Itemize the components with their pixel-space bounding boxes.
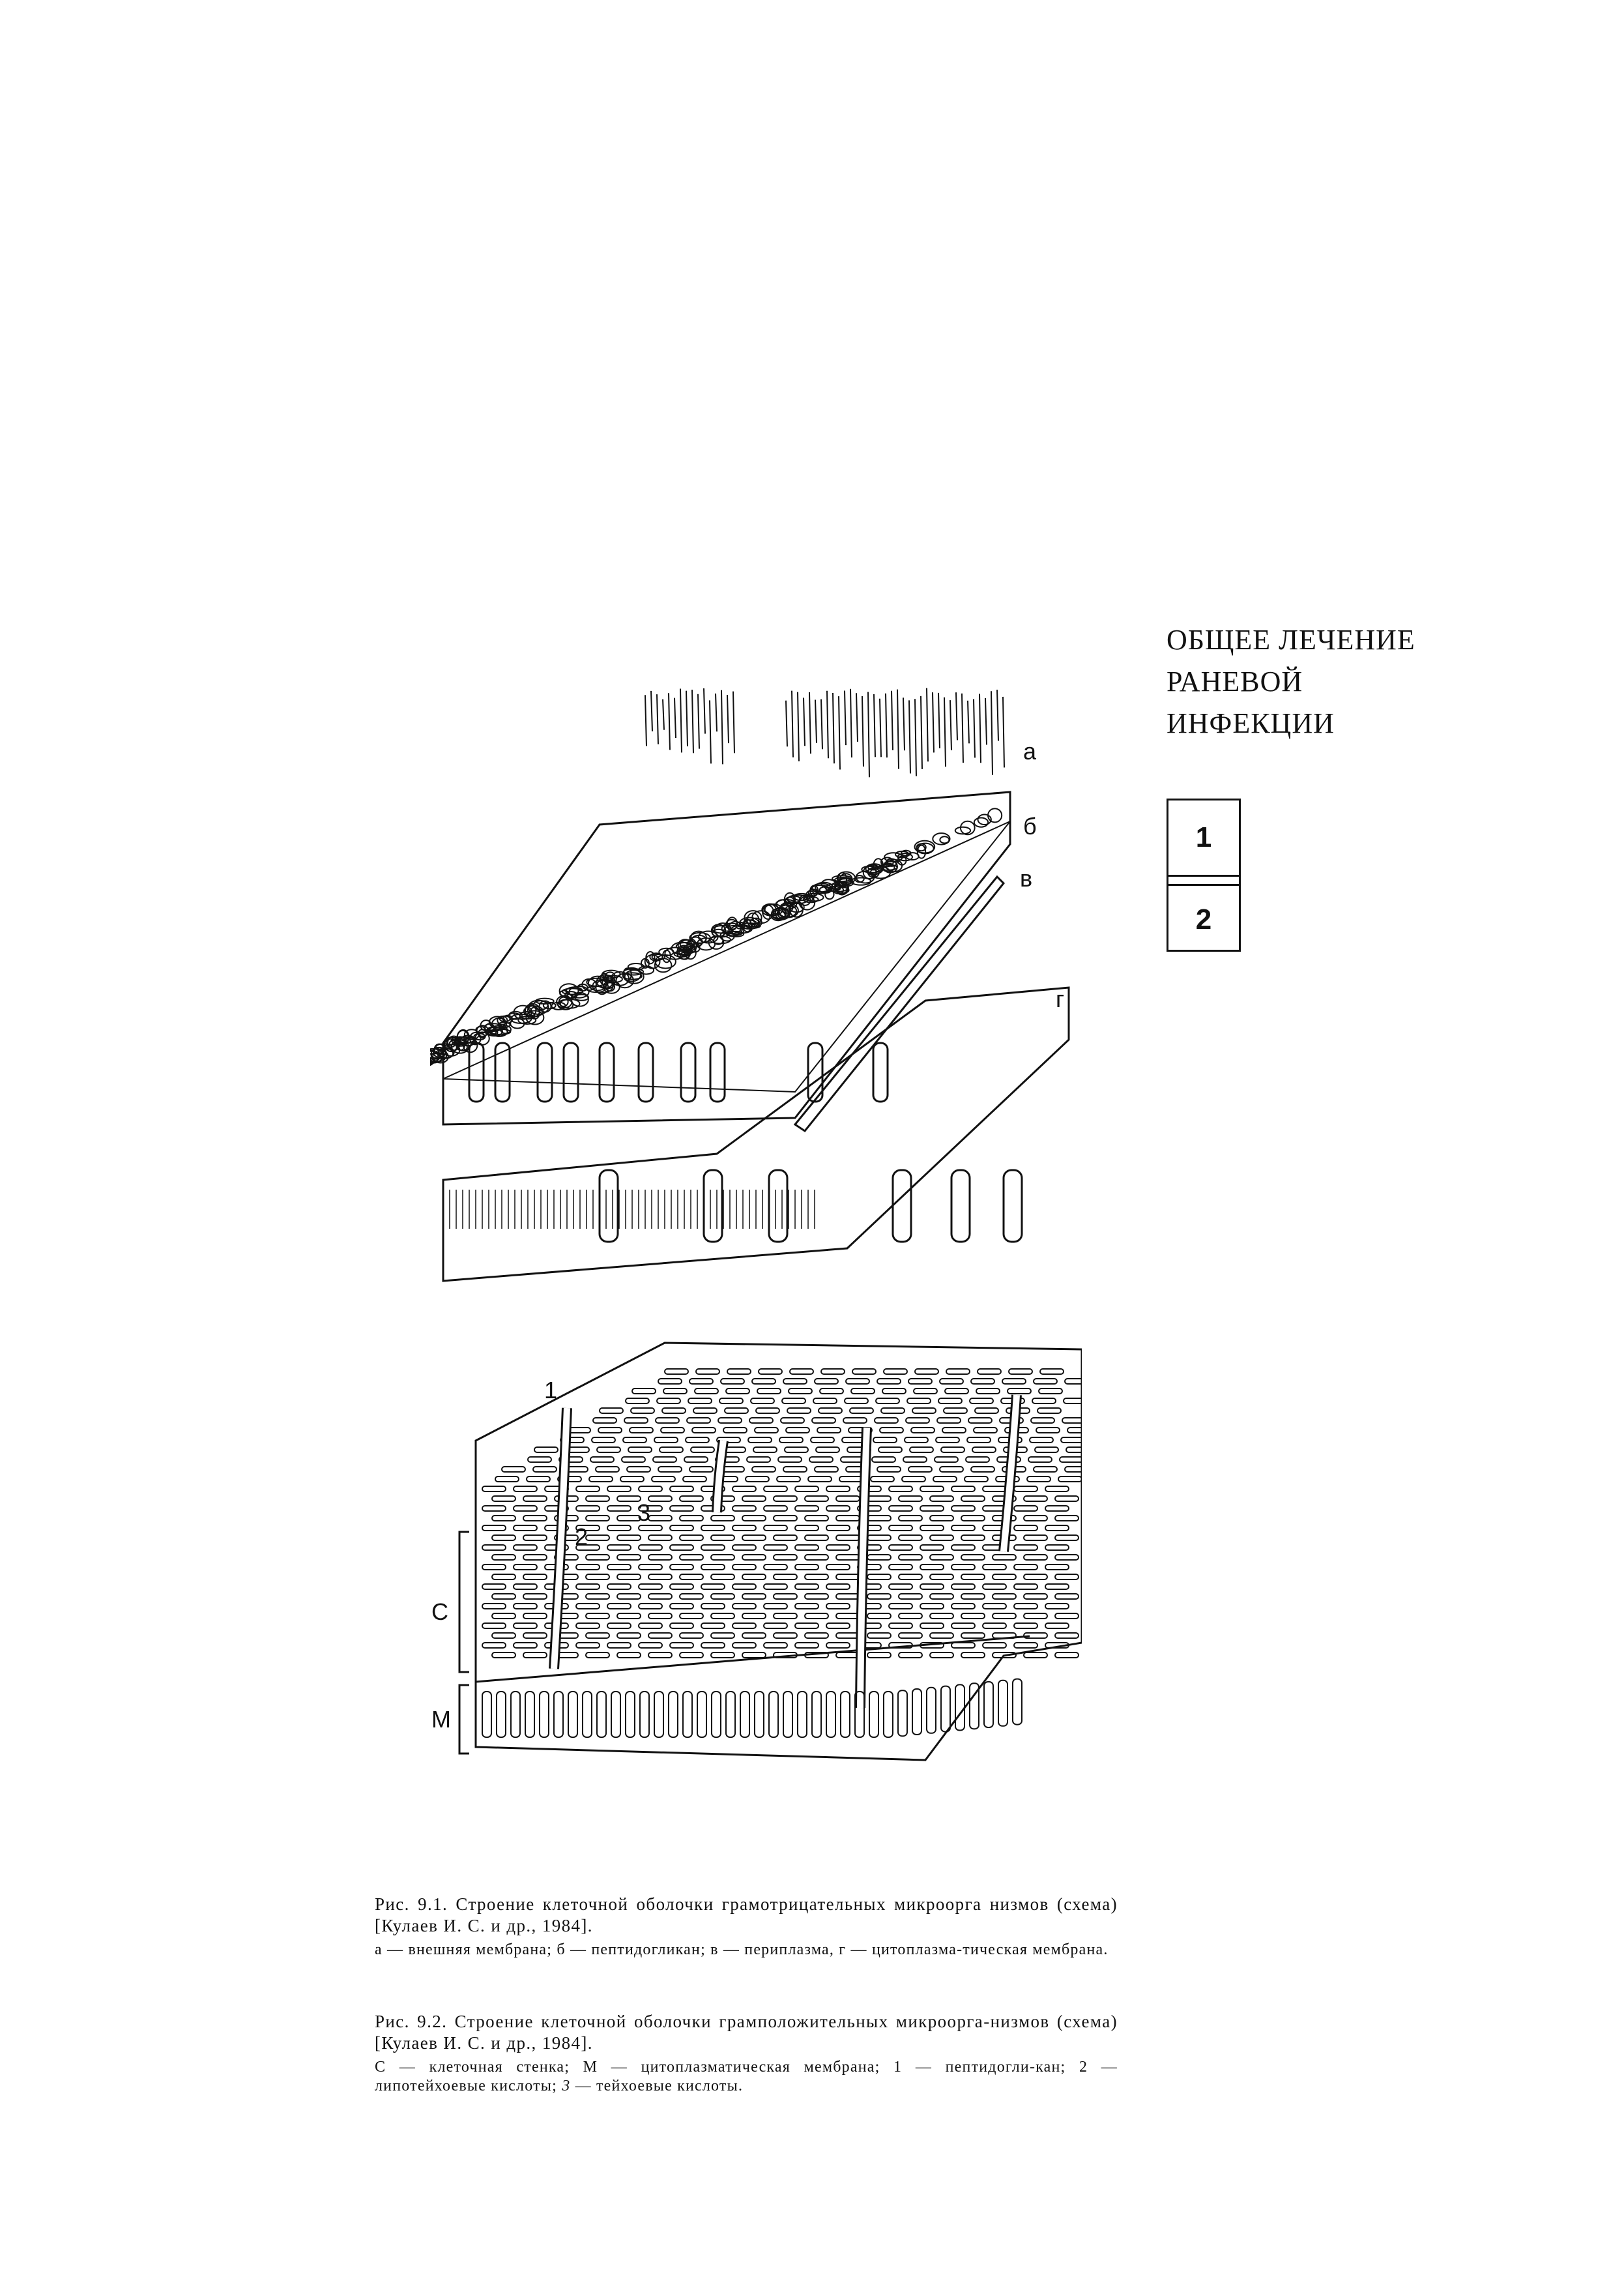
figure-9-2-caption: Рис. 9.2. Строение клеточной оболочки гр… [375,2011,1118,2096]
section-tab-1: 1 [1195,821,1212,853]
bracket-c [458,1531,469,1673]
section-tab-2: 2 [1195,903,1212,935]
upper-slab-side [442,821,1011,1093]
section-tabs: 1 2 [1167,799,1241,952]
wall-outline [474,1342,1082,1761]
label-g: г [1056,986,1064,1012]
label-1: 1 [544,1377,557,1403]
tab-divider [1168,875,1239,877]
bracket-m [458,1684,469,1755]
caption-title: Рис. 9.1. Строение клеточной оболочки гр… [375,1894,1118,1935]
lower-slab-outline [442,986,1070,1282]
caption-legend-text: — тейхоевые кислоты. [575,2077,744,2094]
label-m: M [431,1706,451,1733]
porin-channels [468,1042,889,1103]
figure-9-1-illustration: а б в г [430,688,1070,1282]
wall-membrane-boundary [475,1635,1030,1683]
peptidoglycan-strands [482,1368,1082,1658]
caption-legend-italic: 3 [562,2077,571,2094]
teichoic-acid-rods [549,1394,1022,1709]
caption-legend: а — внешняя мембрана; б — пептидогликан;… [375,1941,1109,1958]
label-a: а [1023,738,1037,765]
chapter-title-line-3: ИНФЕКЦИИ [1167,707,1335,739]
figure-9-1-caption: Рис. 9.1. Строение клеточной оболочки гр… [375,1894,1118,1960]
chapter-title-line-1: ОБЩЕЕ ЛЕЧЕНИЕ [1167,624,1415,656]
label-3: 3 [637,1499,650,1526]
label-b: б [1023,813,1037,840]
outer-fringe-lines [645,688,1005,778]
granule-texture [430,808,1003,1066]
caption-legend-text: С — клеточная стенка; М — цитоплазматиче… [375,2059,1118,2094]
membrane-proteins [449,1169,1023,1243]
label-c: C [431,1598,448,1625]
chapter-title-line-2: РАНЕВОЙ [1167,666,1303,697]
figure-9-2-illustration: 1 2 3 C M [431,1342,1082,1761]
caption-legend: С — клеточная стенка; М — цитоплазматиче… [375,2058,1118,2096]
upper-slab-outline [442,791,1011,1126]
chapter-title: ОБЩЕЕ ЛЕЧЕНИЕ РАНЕВОЙ ИНФЕКЦИИ [1167,619,1531,744]
label-2: 2 [575,1523,588,1550]
periplasm-band [793,875,1006,1133]
caption-title: Рис. 9.2. Строение клеточной оболочки гр… [375,2012,1118,2053]
tab-divider [1168,884,1239,886]
label-v: в [1020,865,1032,892]
membrane-texture [482,1678,1022,1738]
